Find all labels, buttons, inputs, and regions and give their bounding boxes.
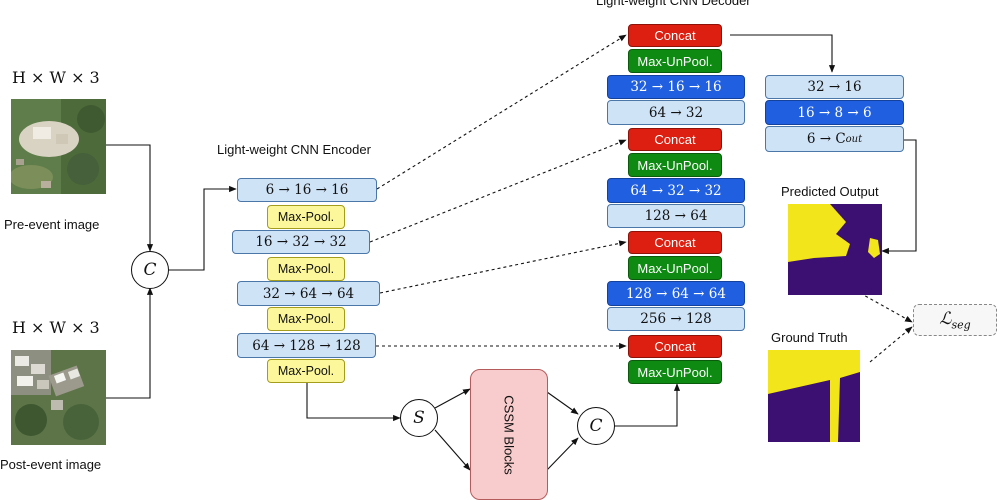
decoder-unpool-1: Max-UnPool. bbox=[628, 49, 722, 73]
post-event-caption: Post-event image bbox=[0, 457, 102, 472]
post-image-arrow bbox=[105, 287, 154, 399]
predicted-output-caption: Predicted Output bbox=[781, 184, 879, 199]
loss-label: ℒseg bbox=[939, 308, 971, 332]
skip-connection-2 bbox=[369, 139, 627, 243]
decoder-conv-3a: 128 → 64 → 64 bbox=[607, 281, 745, 306]
ground-truth-mask bbox=[768, 350, 860, 442]
concat-to-encoder-arrow bbox=[169, 185, 237, 271]
head-conv-2: 16 → 8 → 6 bbox=[765, 100, 904, 125]
groundtruth-to-loss-arrow bbox=[869, 326, 913, 363]
decoder-conv-1b: 64 → 32 bbox=[607, 100, 745, 125]
encoder-to-split-arrow bbox=[306, 383, 401, 422]
post-event-image bbox=[11, 350, 106, 445]
encoder-conv-3: 32 → 64 → 64 bbox=[237, 281, 380, 306]
split-to-cssm-top-arrow bbox=[434, 388, 471, 409]
decoder-to-head-arrow bbox=[730, 34, 836, 73]
skip-connection-1 bbox=[376, 34, 627, 190]
encoder-maxpool-2: Max-Pool. bbox=[267, 257, 345, 281]
ground-truth-caption: Ground Truth bbox=[771, 330, 848, 345]
decoder-concat-3: Concat bbox=[628, 231, 722, 254]
cssm-blocks: CSSM Blocks bbox=[470, 369, 548, 500]
encoder-conv-2: 16 → 32 → 32 bbox=[232, 230, 370, 254]
split-to-cssm-bottom-arrow bbox=[434, 429, 471, 471]
decoder-conv-2b: 128 → 64 bbox=[607, 204, 745, 228]
post-dim-label: H × W × 3 bbox=[12, 318, 100, 337]
concat-to-decoder-arrow bbox=[614, 383, 681, 427]
decoder-unpool-4: Max-UnPool. bbox=[628, 360, 722, 384]
decoder-concat-2: Concat bbox=[628, 128, 722, 151]
decoder-unpool-3: Max-UnPool. bbox=[628, 256, 722, 280]
encoder-title: Light-weight CNN Encoder bbox=[217, 142, 371, 157]
decoder-conv-3b: 256 → 128 bbox=[607, 307, 745, 331]
predicted-output-mask bbox=[788, 204, 882, 295]
segmentation-loss: ℒseg bbox=[913, 304, 997, 336]
encoder-maxpool-1: Max-Pool. bbox=[267, 205, 345, 229]
cssm-label: CSSM Blocks bbox=[501, 394, 517, 475]
head-to-prediction-arrow bbox=[881, 139, 917, 255]
split-operator: S bbox=[400, 399, 438, 437]
pre-image-arrow bbox=[105, 144, 154, 252]
decoder-conv-2a: 64 → 32 → 32 bbox=[607, 178, 745, 203]
head-conv-1: 32 → 16 bbox=[765, 75, 904, 99]
decoder-conv-1a: 32 → 16 → 16 bbox=[607, 75, 745, 99]
encoder-conv-1: 6 → 16 → 16 bbox=[237, 178, 377, 202]
concat-operator-2: C bbox=[577, 407, 615, 445]
decoder-title: Light-weight CNN Decoder bbox=[596, 0, 751, 8]
pre-event-image bbox=[11, 99, 106, 194]
decoder-concat-1: Concat bbox=[628, 24, 722, 47]
prediction-to-loss-arrow bbox=[859, 292, 913, 323]
encoder-maxpool-4: Max-Pool. bbox=[267, 359, 345, 383]
cssm-to-concat-top-arrow bbox=[546, 391, 579, 415]
decoder-unpool-2: Max-UnPool. bbox=[628, 153, 722, 177]
decoder-concat-4: Concat bbox=[628, 335, 722, 358]
pre-dim-label: H × W × 3 bbox=[12, 68, 100, 87]
concat-operator: C bbox=[131, 251, 169, 289]
encoder-conv-4: 64 → 128 → 128 bbox=[237, 333, 376, 358]
encoder-maxpool-3: Max-Pool. bbox=[267, 307, 345, 331]
pre-event-caption: Pre-event image bbox=[4, 217, 100, 232]
skip-connection-3 bbox=[379, 240, 627, 294]
cssm-to-concat-bottom-arrow bbox=[546, 437, 579, 471]
